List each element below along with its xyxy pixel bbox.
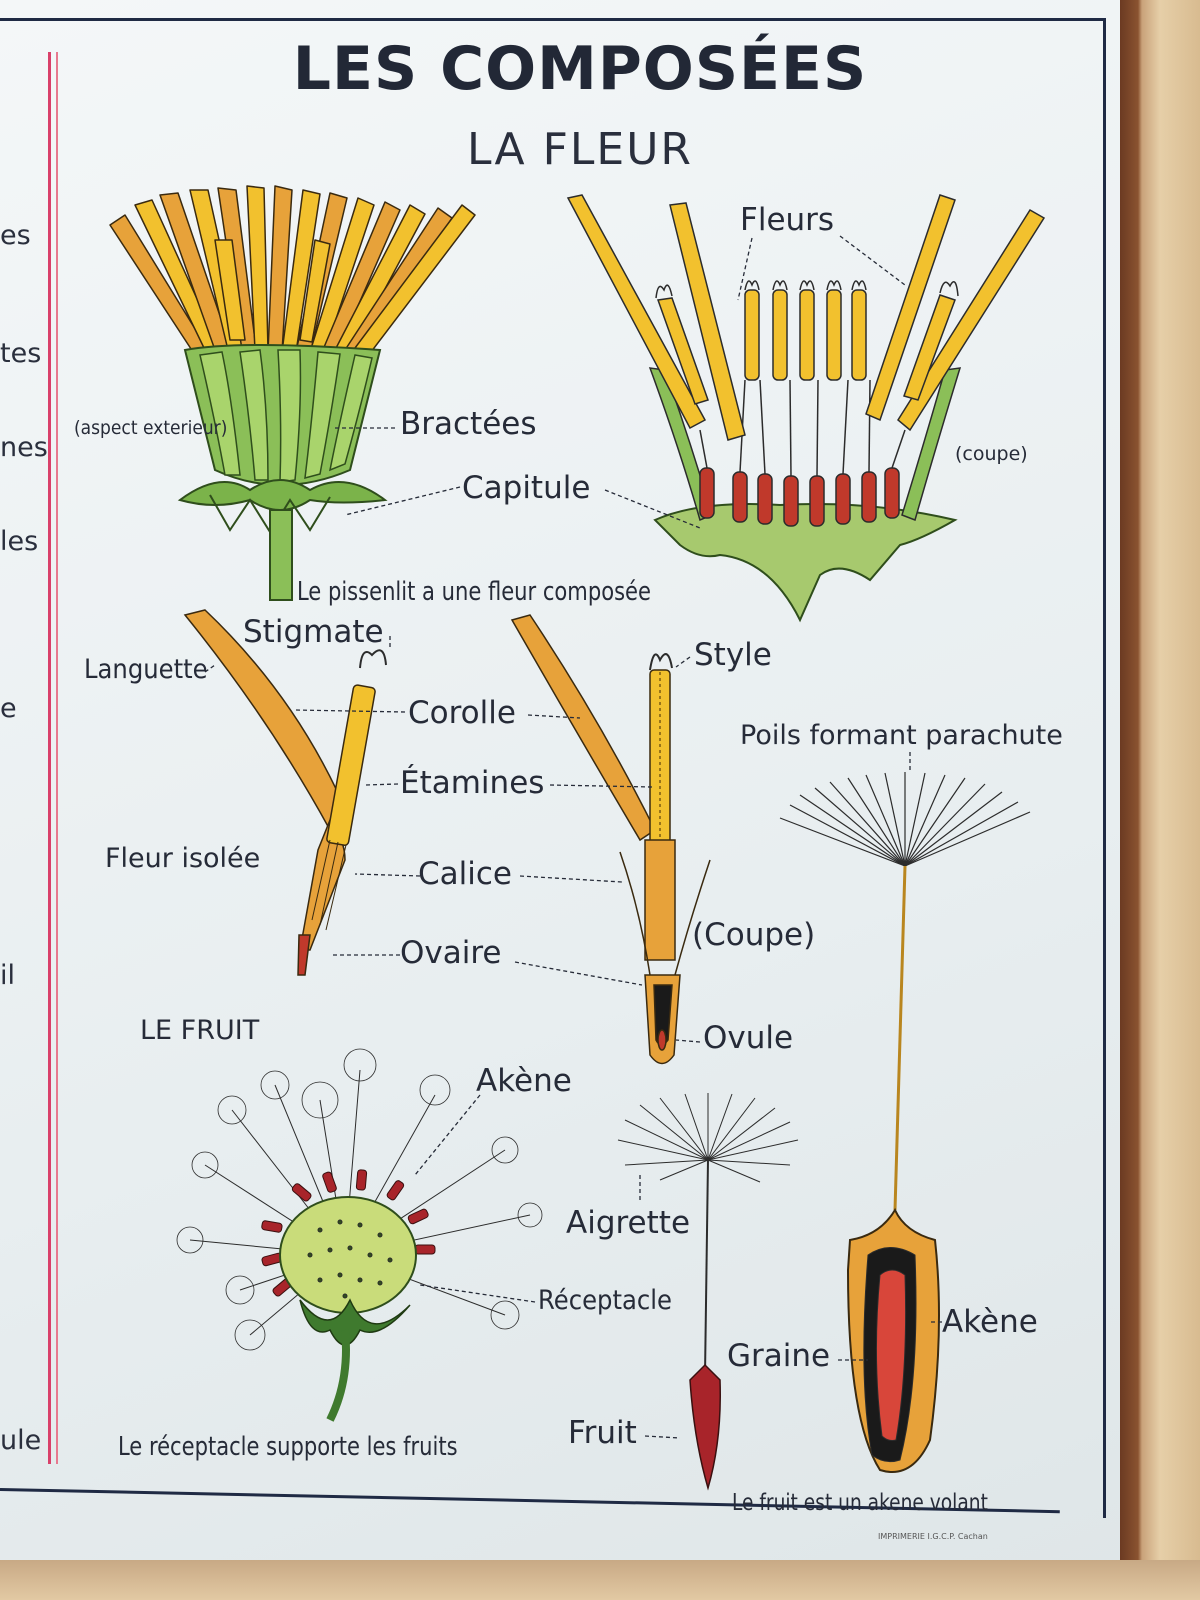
seed-head-illustration — [176, 1048, 543, 1422]
parachute-seed-illustration — [779, 772, 1031, 1473]
label-calice: Calice — [418, 856, 512, 892]
margin-fragment-1: es — [0, 220, 31, 251]
margin-fragment-7: ule — [0, 1425, 42, 1456]
margin-fragment-4: les — [0, 526, 39, 557]
isolated-flower-illustration — [183, 609, 387, 976]
right-border — [1103, 18, 1106, 1518]
label-stigmate: Stigmate — [243, 614, 384, 650]
margin-line-inner — [56, 52, 58, 1464]
section-title-flower: LA FLEUR — [466, 124, 693, 175]
label-ovule: Ovule — [703, 1020, 794, 1056]
flower-section-illustration — [510, 614, 711, 1065]
label-languette: Languette — [84, 654, 208, 685]
label-fruit: Fruit — [568, 1415, 637, 1451]
label-style: Style — [694, 637, 772, 673]
flower-head-exterior-illustration — [109, 185, 476, 601]
top-border — [0, 18, 1105, 21]
label-fleur-isolee: Fleur isolée — [105, 843, 261, 874]
caption-fleur-composee: Le pissenlit a une fleur composée — [297, 577, 651, 607]
wooden-frame-right — [1120, 0, 1200, 1600]
section-title-fruit: LE FRUIT — [140, 1015, 260, 1046]
label-graine: Graine — [727, 1338, 831, 1374]
margin-fragment-3: nes — [0, 432, 48, 463]
label-poils-parachute: Poils formant parachute — [740, 720, 1063, 751]
label-akene-1: Akène — [476, 1063, 572, 1099]
label-receptacle: Réceptacle — [538, 1285, 672, 1316]
label-coupe-small: (coupe) — [955, 443, 1028, 465]
label-akene-2: Akène — [942, 1304, 1038, 1340]
printer-mark: IMPRIMERIE I.G.C.P. Cachan — [878, 1532, 988, 1541]
label-aspect-exterieur: (aspect exterieur) — [74, 417, 228, 439]
caption-receptacle: Le réceptacle supporte les fruits — [118, 1432, 458, 1462]
caption-akene-volant: Le fruit est un akene volant — [732, 1490, 988, 1516]
label-coupe-big: (Coupe) — [692, 917, 816, 953]
label-etamines: Étamines — [400, 765, 545, 801]
capitulum-section-illustration — [566, 194, 1046, 623]
poster-title: LES COMPOSÉES — [292, 34, 868, 104]
label-bractees: Bractées — [400, 406, 537, 442]
margin-line — [48, 52, 51, 1464]
wooden-frame-bottom — [0, 1560, 1200, 1600]
label-capitule: Capitule — [462, 470, 591, 506]
label-aigrette: Aigrette — [566, 1205, 691, 1241]
label-corolle: Corolle — [408, 695, 516, 731]
margin-fragment-5: e — [0, 693, 17, 724]
leader-lines — [204, 235, 942, 1439]
margin-fragment-6: il — [0, 960, 16, 991]
single-achene-illustration — [617, 1093, 799, 1491]
margin-fragment-2: tes — [0, 338, 42, 369]
label-fleurs: Fleurs — [740, 202, 835, 238]
label-ovaire: Ovaire — [400, 935, 502, 971]
